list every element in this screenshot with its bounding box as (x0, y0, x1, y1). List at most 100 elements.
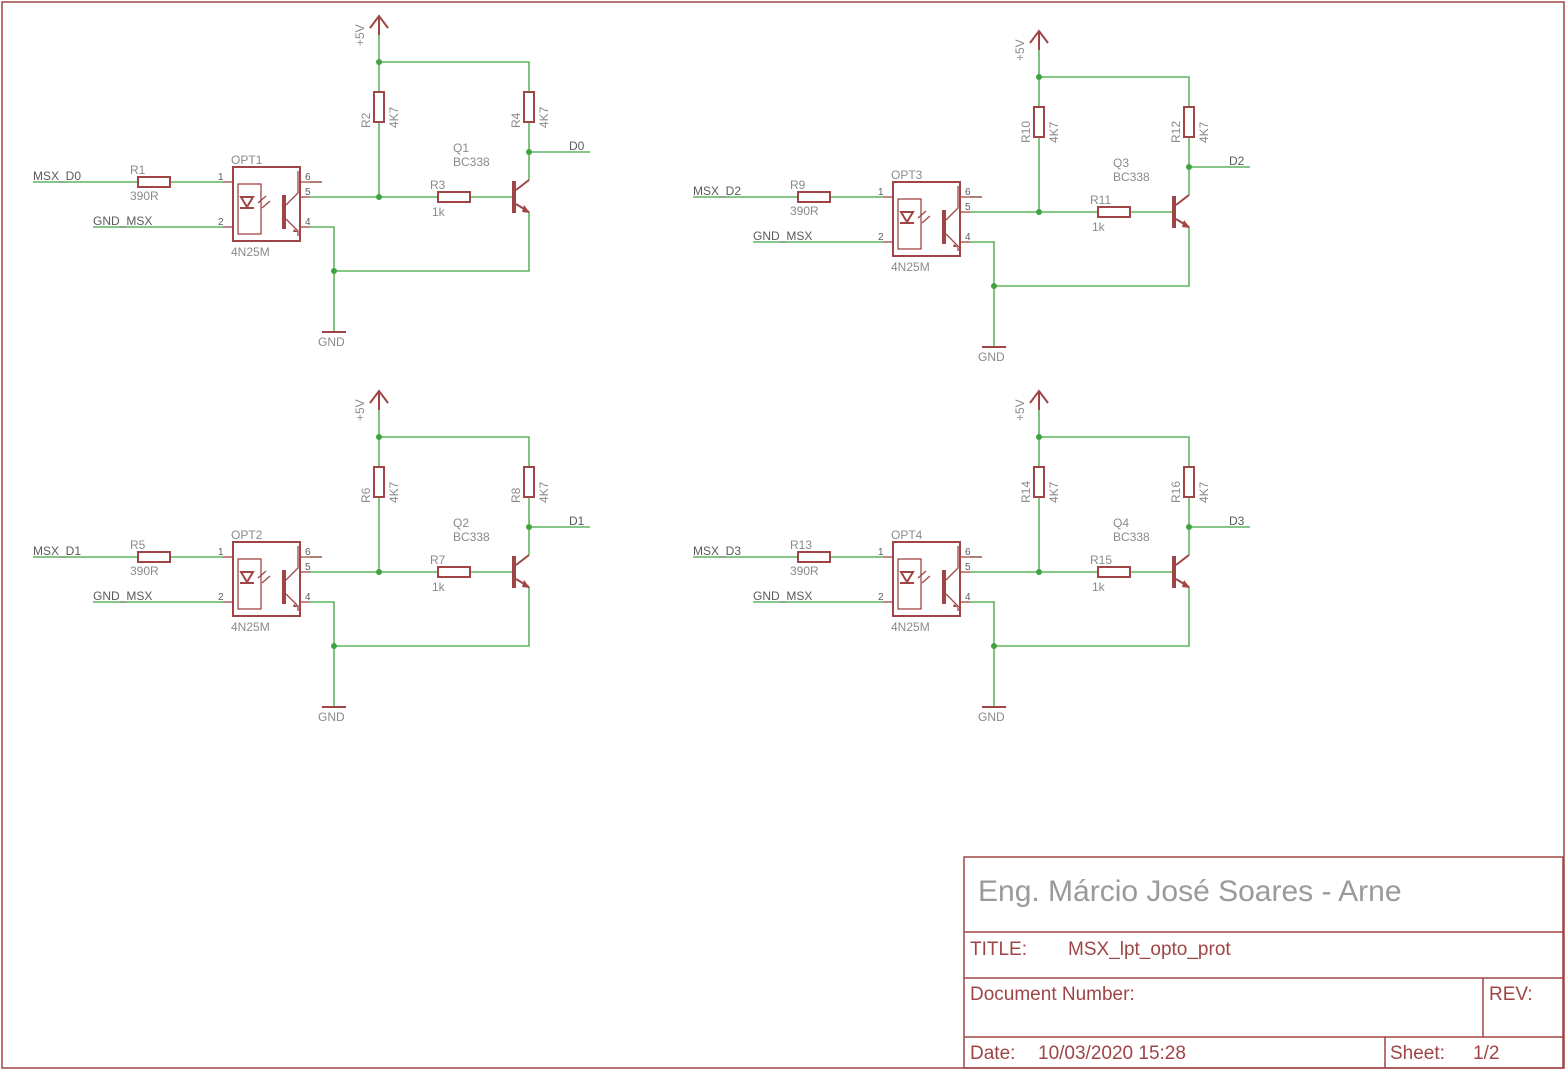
resistor-input-value: 390R (130, 189, 159, 203)
phototransistor-collector (945, 186, 959, 221)
resistor-base-body (1097, 206, 1131, 218)
junction-dot (376, 569, 382, 575)
resistor-base-value: 1k (1092, 580, 1106, 594)
title-label: TITLE: (970, 939, 1027, 960)
optocoupler-name: OPT4 (891, 528, 923, 542)
pin-number: 1 (218, 172, 224, 183)
net-label-output: D3 (1229, 514, 1245, 528)
resistor-collector-name: R4 (509, 112, 523, 128)
light-arrow-icon (917, 570, 927, 579)
junction-dot (1036, 434, 1042, 440)
author-text: Eng. Márcio José Soares - Arne (978, 875, 1402, 908)
junction-dot (376, 59, 382, 65)
phototransistor-base (282, 570, 286, 604)
pin-number: 4 (965, 232, 971, 243)
junction-dot (1036, 74, 1042, 80)
title-value: MSX_lpt_opto_prot (1068, 939, 1231, 960)
resistor-input-name: R13 (790, 538, 812, 552)
supply-arrow-icon (369, 389, 389, 404)
light-arrow-icon (257, 195, 267, 204)
transistor-collector (1175, 194, 1190, 206)
supply-wire (1039, 76, 1190, 107)
resistor-pullup-body (1033, 466, 1045, 498)
pin-number: 2 (218, 592, 224, 603)
ground-label: GND (318, 335, 345, 349)
resistor-collector-value: 4K7 (1197, 481, 1211, 503)
junction-dot (331, 643, 337, 649)
document-number-label: Document Number: (970, 984, 1135, 1005)
phototransistor-collector (945, 546, 959, 581)
optocoupler-value: 4N25M (891, 620, 930, 634)
ground-label: GND (318, 710, 345, 724)
transistor-name: Q2 (453, 516, 469, 530)
resistor-base-value: 1k (432, 580, 446, 594)
resistor-collector-name: R8 (509, 487, 523, 503)
junction-dot (376, 434, 382, 440)
optocoupler-name: OPT3 (891, 168, 923, 182)
net-label-input: MSX_D2 (693, 184, 741, 198)
ground-label: GND (978, 710, 1005, 724)
optocoupler-value: 4N25M (891, 260, 930, 274)
led-icon (899, 211, 915, 224)
junction-dot (526, 149, 532, 155)
optocoupler-body (892, 541, 961, 617)
pin-number: 5 (305, 562, 311, 573)
emitter-arrow-icon (293, 229, 298, 232)
junction-dot (991, 643, 997, 649)
resistor-input-body (797, 551, 831, 563)
pin-number: 5 (965, 202, 971, 213)
transistor-collector (1175, 554, 1190, 566)
transistor-value: BC338 (1113, 170, 1150, 184)
transistor-value: BC338 (453, 530, 490, 544)
transistor-arrow-icon (1182, 220, 1190, 228)
resistor-base-body (437, 566, 471, 578)
emitter-arrow-icon (293, 604, 298, 607)
emitter-arrow-icon (953, 604, 958, 607)
transistor-collector (515, 179, 530, 191)
junction-dot (1036, 569, 1042, 575)
transistor-name: Q3 (1113, 156, 1129, 170)
net-label-output: D2 (1229, 154, 1245, 168)
pin-number: 6 (965, 547, 971, 558)
net-label-gnd-msx: GND_MSX (93, 589, 152, 603)
ground-wire (310, 226, 335, 332)
resistor-input-body (137, 551, 171, 563)
pin-number: 4 (305, 217, 311, 228)
resistor-pullup-body (1033, 106, 1045, 138)
junction-dot (1186, 164, 1192, 170)
pin-number: 2 (878, 232, 884, 243)
optocoupler-led-frame (237, 183, 262, 235)
supply-wire (379, 61, 530, 92)
resistor-input-name: R5 (130, 538, 146, 552)
optocoupler-value: 4N25M (231, 620, 270, 634)
transistor-collector (515, 554, 530, 566)
resistor-collector-body (523, 466, 535, 498)
led-icon (239, 571, 255, 584)
resistor-pullup-body (373, 466, 385, 498)
pin-number: 6 (305, 547, 311, 558)
resistor-base-name: R3 (430, 178, 446, 192)
resistor-pullup-name: R14 (1019, 481, 1033, 503)
light-arrow-icon (921, 215, 931, 224)
supply-label: +5V (353, 399, 367, 421)
supply-label: +5V (1013, 399, 1027, 421)
resistor-collector-body (1183, 466, 1195, 498)
pin-number: 1 (878, 547, 884, 558)
ground-wire (970, 601, 995, 707)
resistor-pullup-value: 4K7 (1047, 481, 1061, 503)
phototransistor-emitter (285, 593, 299, 611)
resistor-pullup-body (373, 91, 385, 123)
ground-label: GND (978, 350, 1005, 364)
transistor-arrow-icon (1182, 580, 1190, 588)
sheet-label: Sheet: (1390, 1043, 1445, 1064)
resistor-collector-name: R12 (1169, 121, 1183, 143)
transistor-value: BC338 (453, 155, 490, 169)
pin-number: 4 (965, 592, 971, 603)
phototransistor-collector (285, 546, 299, 581)
resistor-pullup-value: 4K7 (387, 106, 401, 128)
resistor-collector-body (523, 91, 535, 123)
